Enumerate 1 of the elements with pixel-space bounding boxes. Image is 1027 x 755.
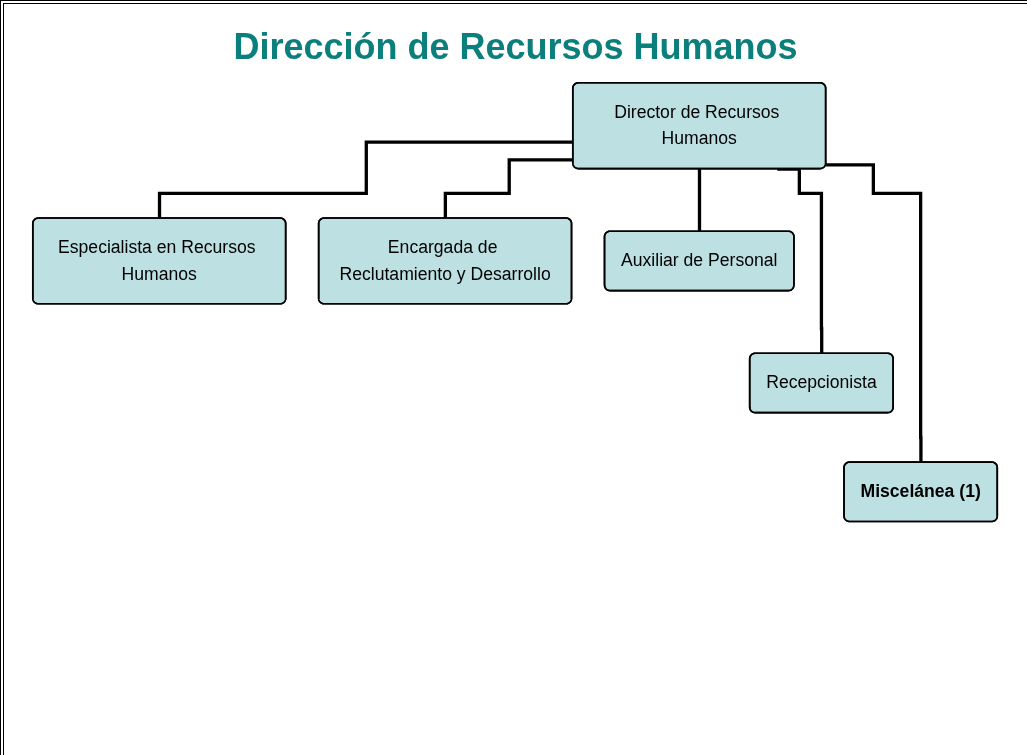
diagram-title: Dirección de Recursos Humanos [233,26,798,68]
